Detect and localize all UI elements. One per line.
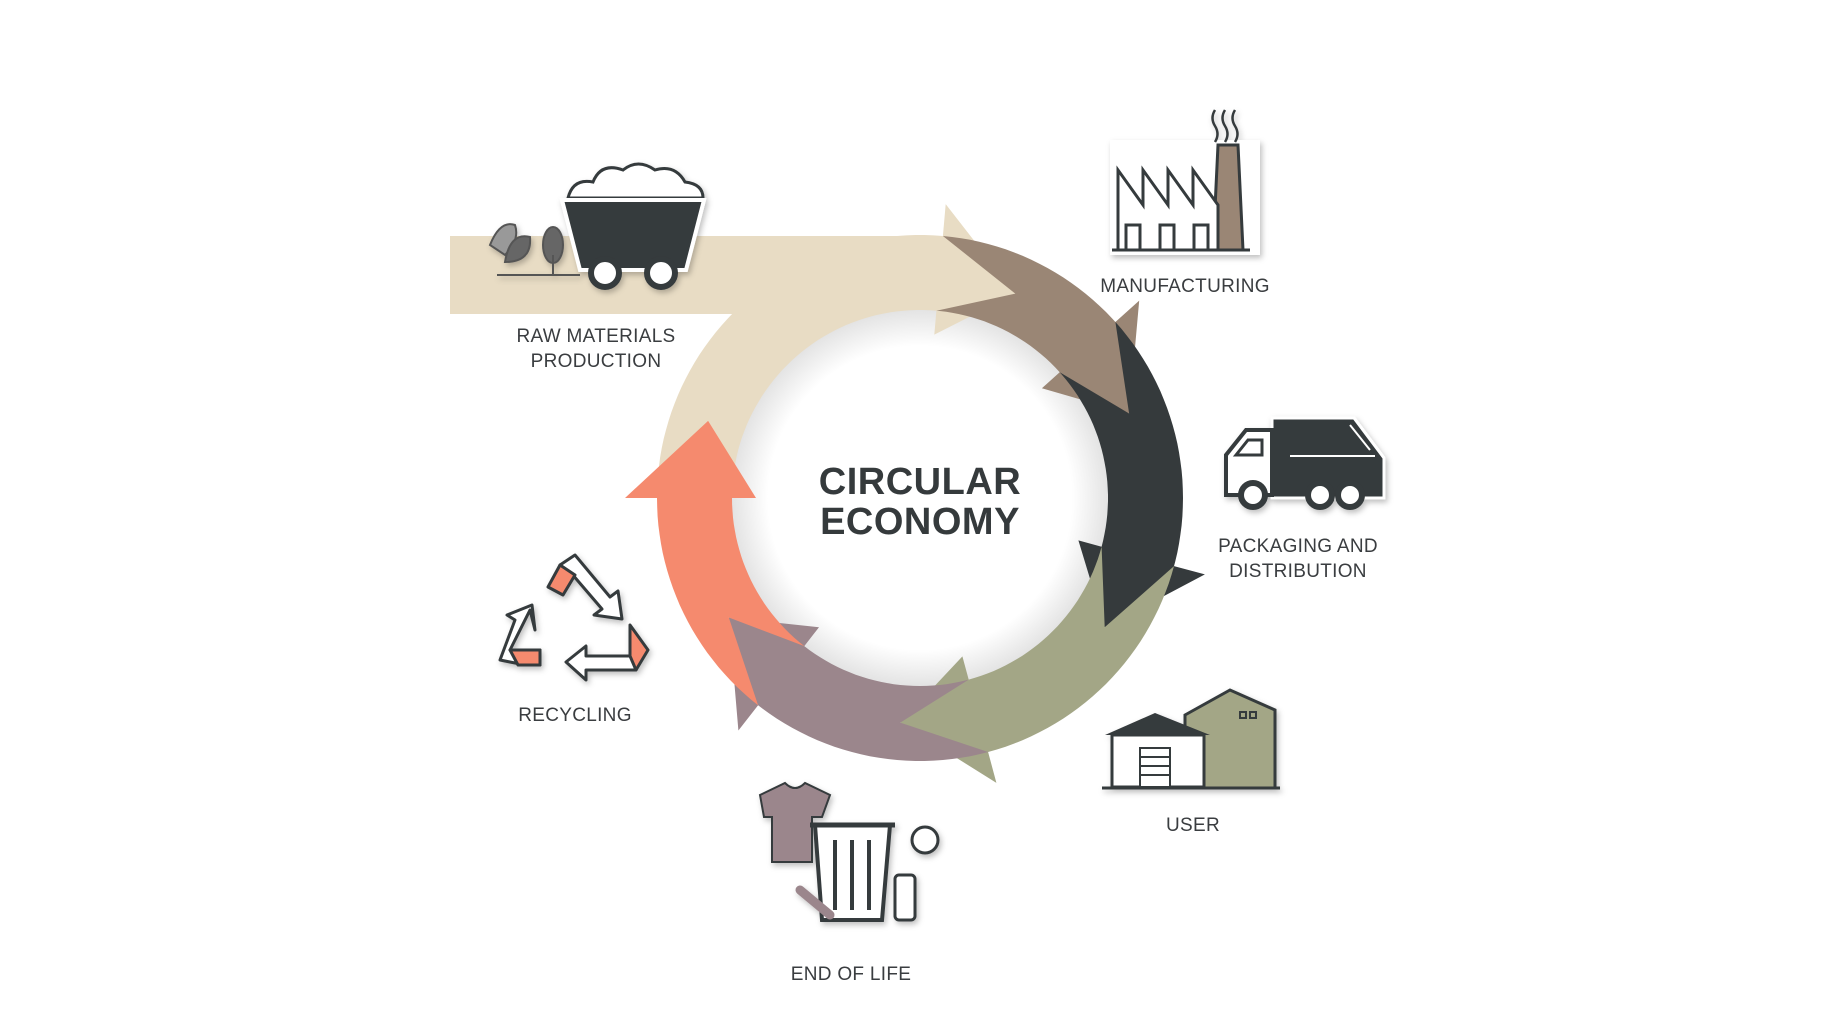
arrow-segment-manufacturing [936, 236, 1140, 414]
title-line-1: CIRCULAR [818, 461, 1022, 503]
stage-label-end-of-life: END OF LIFE [791, 962, 911, 987]
stage-label-raw-materials: RAW MATERIALS PRODUCTION [516, 324, 675, 374]
arrow-segment-recycling [625, 420, 805, 706]
diagram-title: CIRCULAR ECONOMY [819, 462, 1021, 542]
arrow-segment-packaging [1059, 322, 1205, 628]
arrow-segment-user [900, 546, 1174, 783]
title-line-2: ECONOMY [820, 501, 1020, 543]
label-line: RECYCLING [518, 705, 632, 726]
stage-label-manufacturing: MANUFACTURING [1100, 274, 1270, 299]
label-line: USER [1166, 815, 1220, 836]
factory-icon [1110, 109, 1260, 255]
mine-cart-icon [488, 162, 707, 290]
cycle-ring [625, 204, 1205, 783]
arrow-segment-raw-materials [658, 204, 1016, 482]
label-line: DISTRIBUTION [1229, 561, 1367, 582]
house-icon [1102, 688, 1280, 790]
stage-label-user: USER [1166, 813, 1220, 838]
arrow-segment-end-of-life [728, 617, 989, 761]
recycle-icon [498, 553, 650, 682]
label-line: PACKAGING AND [1218, 536, 1378, 557]
label-line: END OF LIFE [790, 964, 912, 985]
center-circle [730, 308, 1110, 688]
stage-label-recycling: RECYCLING [518, 703, 632, 728]
label-line: PRODUCTION [530, 351, 662, 372]
stage-label-packaging: PACKAGING AND DISTRIBUTION [1218, 534, 1378, 584]
truck-icon [1224, 416, 1386, 510]
trash-icon [758, 781, 940, 922]
label-line: MANUFACTURING [1100, 276, 1270, 297]
label-line: RAW MATERIALS [516, 326, 676, 347]
